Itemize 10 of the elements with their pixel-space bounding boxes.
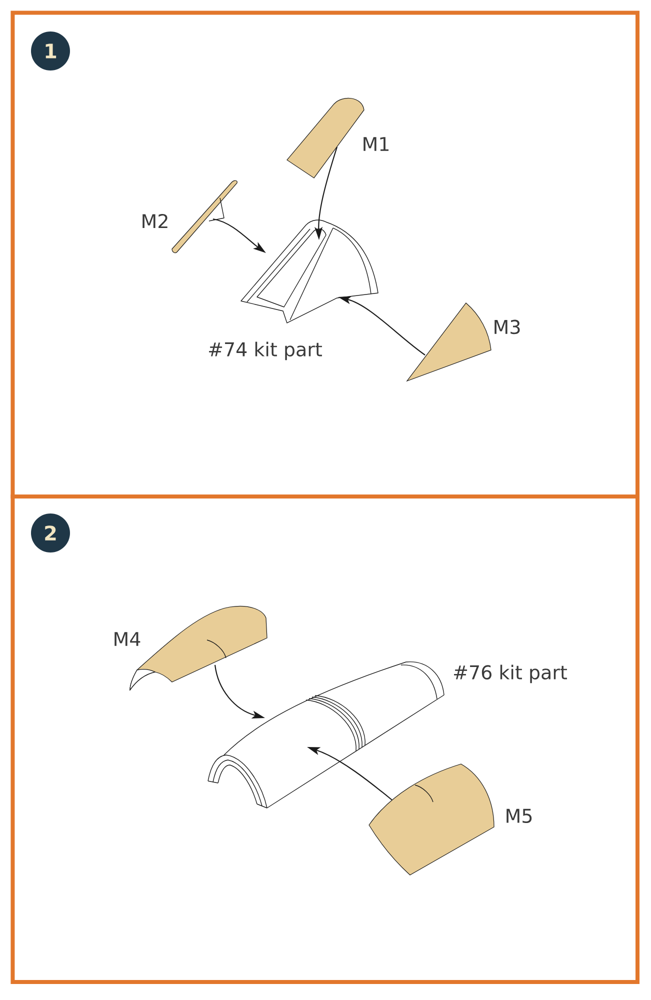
part-label: M4 xyxy=(114,632,140,646)
part-label: M2 xyxy=(142,214,168,228)
part-label: #76 kit part xyxy=(454,664,567,684)
part-label: M1 xyxy=(364,137,388,151)
part-label: M5 xyxy=(506,808,532,824)
part-label: #74 kit part xyxy=(209,342,322,360)
step-number: 2 xyxy=(31,514,70,552)
panel-frame xyxy=(10,494,640,984)
part-label: M3 xyxy=(494,320,520,334)
step-number: 1 xyxy=(31,32,70,70)
